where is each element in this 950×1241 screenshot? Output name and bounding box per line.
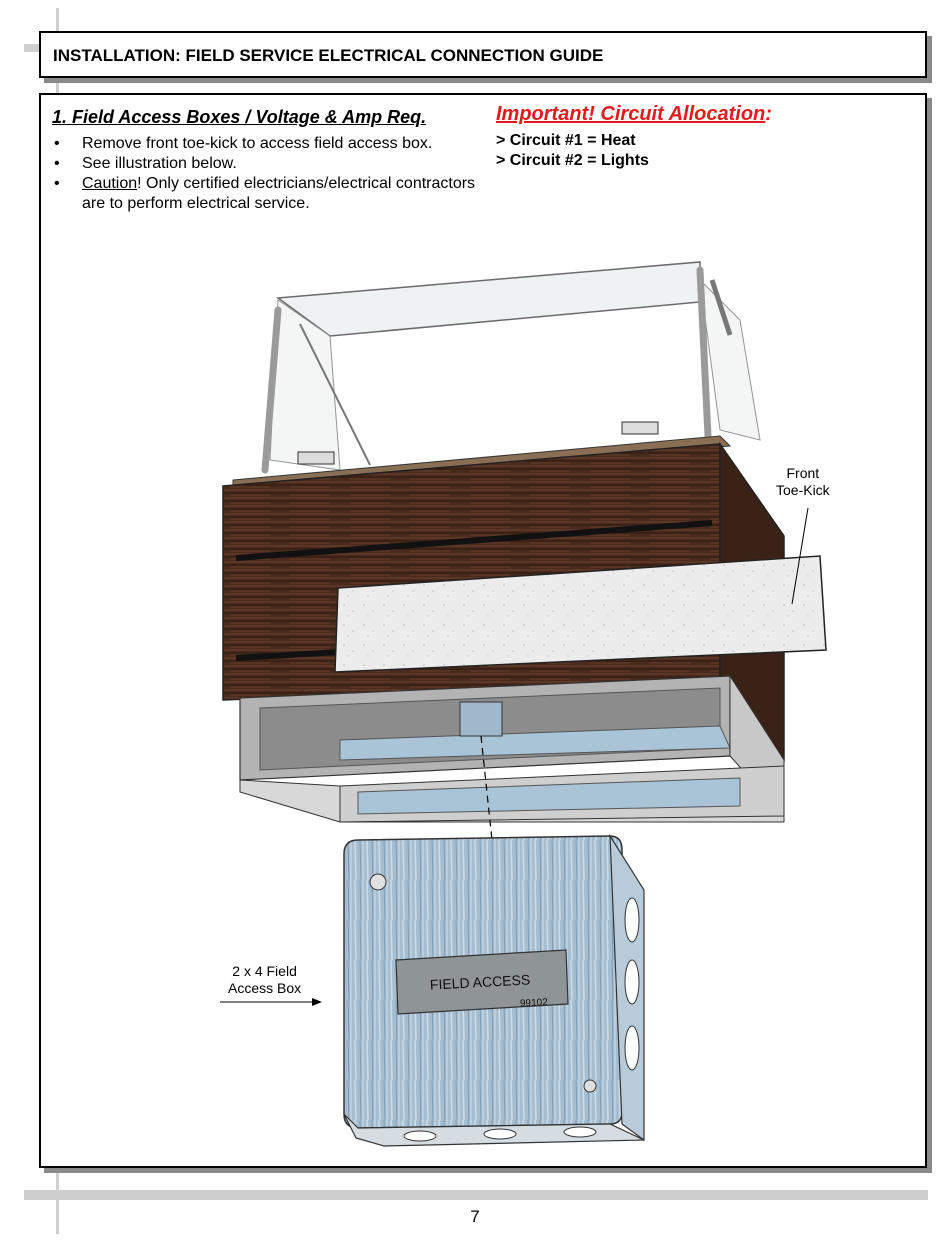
sneeze-guard <box>261 261 761 474</box>
circuit-2-label: > Circuit #2 = Lights <box>496 152 649 169</box>
dashed-leader-line <box>480 735 493 841</box>
callout-text: Toe-Kick <box>776 482 830 498</box>
toe-kick-callout: Front Toe-Kick <box>776 465 830 499</box>
important-title-colon: : <box>765 103 772 125</box>
access-box-arrow-head <box>312 998 322 1006</box>
field-access-label: FIELD ACCESS <box>429 971 530 992</box>
field-access-number: 99102 <box>520 997 549 1009</box>
bullet-text: Remove front toe-kick to access field ac… <box>82 135 433 152</box>
list-item: Remove front toe-kick to access field ac… <box>52 134 492 154</box>
list-item: See illustration below. <box>52 154 492 174</box>
equipment-illustration: FIELD ACCESS 99102 <box>220 261 827 1147</box>
cabinet-base-frame <box>239 674 785 823</box>
list-item: Caution! Only certified electricians/ele… <box>52 174 492 214</box>
callout-text: Front <box>786 465 820 481</box>
circuit-1-label: > Circuit #1 = Heat <box>496 132 636 149</box>
section-title: 1. Field Access Boxes / Voltage & Amp Re… <box>52 107 427 127</box>
important-title: Important! Circuit Allocation: <box>496 103 772 126</box>
page-number: 7 <box>470 1207 480 1226</box>
header-box: INSTALLATION: FIELD SERVICE ELECTRICAL C… <box>39 31 927 78</box>
decorative-bottom-rule <box>24 1190 928 1200</box>
front-toe-kick-panel <box>334 555 827 673</box>
access-box-callout: 2 x 4 Field Access Box <box>228 963 301 997</box>
important-title-text: Important! Circuit Allocation <box>496 103 766 125</box>
page-title: INSTALLATION: FIELD SERVICE ELECTRICAL C… <box>53 46 604 65</box>
bullet-text: ! Only certified electricians/electrical… <box>82 175 476 212</box>
bullet-text: See illustration below. <box>82 155 237 172</box>
field-access-box <box>343 833 645 1147</box>
toe-kick-leader-line <box>791 507 809 605</box>
instruction-list: Remove front toe-kick to access field ac… <box>52 134 492 214</box>
callout-text: Access Box <box>228 980 302 996</box>
caution-word: Caution <box>82 175 138 192</box>
callout-text: 2 x 4 Field <box>232 963 297 979</box>
